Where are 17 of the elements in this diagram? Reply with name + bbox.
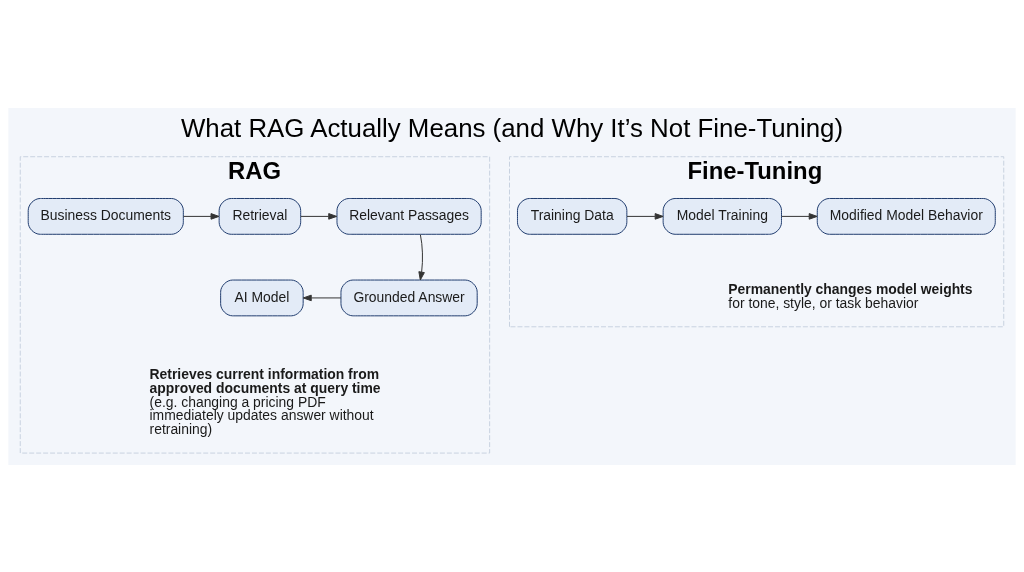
diagram-title: What RAG Actually Means (and Why It’s Not Fine-Tuning) — [180, 113, 844, 142]
arrow — [182, 212, 220, 220]
label: Retrieves current information from approved documents at query time (e.g. changing a pricing PDF immediately updates answer without retraining) — [149, 365, 381, 437]
label: Permanently changes model weights for tone, style, or task behavior — [728, 280, 973, 311]
node-box: Grounded Answer — [340, 279, 478, 316]
node-box: Training Data — [516, 197, 628, 235]
node-box: Model Training — [662, 197, 782, 235]
node-box: Business Documents — [27, 197, 184, 235]
node-box: Retrieval — [218, 197, 302, 235]
node-box: Modified Model Behavior — [816, 197, 996, 235]
arrow — [418, 233, 425, 280]
node-box: Relevant Passages — [336, 197, 482, 235]
arrow — [300, 212, 338, 220]
node-box: AI Model — [220, 279, 304, 316]
arrow — [781, 212, 818, 220]
arrow — [626, 212, 664, 220]
arrow — [302, 294, 342, 301]
